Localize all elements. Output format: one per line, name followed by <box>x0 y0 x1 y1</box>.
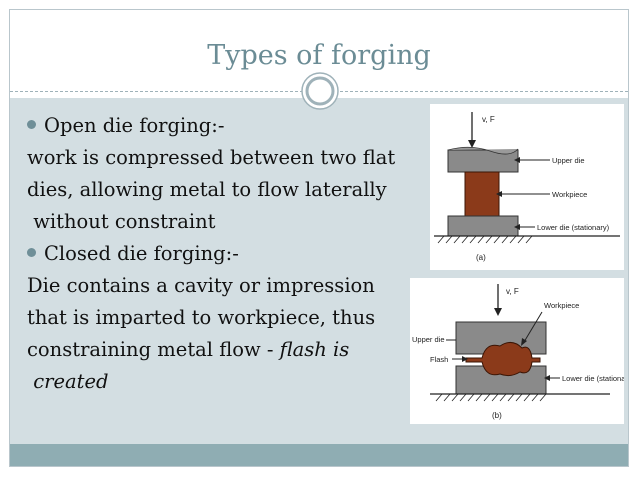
body-text-italic: flash is <box>279 338 350 361</box>
workpiece <box>465 342 541 377</box>
open-die-figure: v, F Upper die Workpiece Lower die (stat… <box>430 104 624 270</box>
label-lower-die: Lower die (stationary) <box>562 374 624 383</box>
body-line: constraining metal flow - flash is <box>27 338 349 361</box>
lower-die <box>447 215 519 237</box>
arrowhead-icon <box>496 191 502 197</box>
workpiece <box>464 171 500 217</box>
body-line: work is compressed between two flat <box>27 146 396 169</box>
arrowhead-icon <box>544 375 550 381</box>
circle-ornament-icon <box>301 72 339 110</box>
label-lower-die: Lower die (stationary) <box>537 223 610 232</box>
arrowhead-icon <box>494 308 502 316</box>
bottom-bar <box>10 444 628 466</box>
label-upper-die: Upper die <box>552 156 585 165</box>
bullet-icon <box>27 120 36 129</box>
body-line-italic: created <box>27 370 109 393</box>
label-workpiece: Workpiece <box>552 190 587 199</box>
arrowhead-icon <box>514 224 520 230</box>
caption-b: (b) <box>492 411 502 420</box>
body-line: Die contains a cavity or impression <box>27 274 375 297</box>
arrowhead-icon <box>521 338 527 346</box>
ground-hatch <box>435 393 547 402</box>
ground-hatch <box>437 235 533 244</box>
bullet-open-die: Open die forging:- <box>27 114 224 137</box>
caption-a: (a) <box>476 253 486 262</box>
label-upper-die: Upper die <box>412 335 445 344</box>
arrowhead-icon <box>468 140 476 148</box>
force-label: v, F <box>482 115 495 124</box>
bullet-closed-die: Closed die forging:- <box>27 242 239 265</box>
label-flash: Flash <box>430 355 448 364</box>
arrowhead-icon <box>514 157 520 163</box>
label-workpiece: Workpiece <box>544 301 579 310</box>
body-line: that is imparted to workpiece, thus <box>27 306 376 329</box>
slide-title: Types of forging <box>207 40 431 71</box>
body-line: without constraint <box>27 210 216 233</box>
bullet-heading: Closed die forging:- <box>44 242 239 265</box>
bullet-heading: Open die forging:- <box>44 114 225 137</box>
body-text-plain: constraining metal flow - <box>27 338 280 361</box>
body-line: dies, allowing metal to flow laterally <box>27 178 387 201</box>
force-label: v, F <box>506 287 519 296</box>
bullet-icon <box>27 248 36 257</box>
upper-die-texture <box>447 146 519 155</box>
arrowhead-icon <box>462 356 468 362</box>
closed-die-figure: v, F Workpiece Upper die Flash Lower die… <box>410 278 624 424</box>
